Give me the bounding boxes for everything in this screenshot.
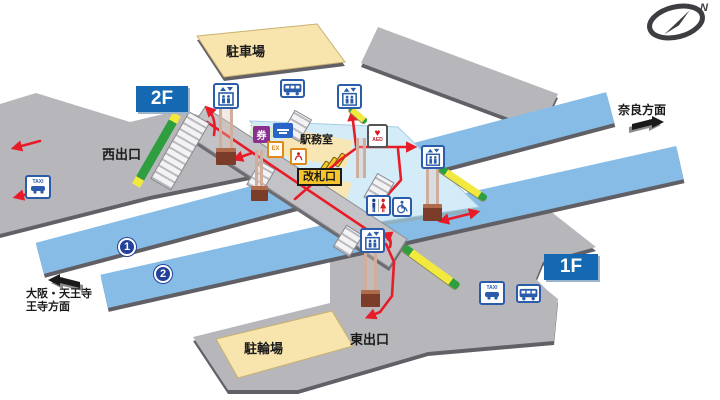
nara-direction-label: 奈良方面 <box>618 103 667 117</box>
taxi-stand-icon-west: TAXI <box>25 175 51 199</box>
elevator-glyph <box>342 87 357 106</box>
compass-icon <box>647 3 705 41</box>
heart-glyph: ♥ <box>374 128 381 139</box>
floor-badge-2f-label: 2F <box>150 88 174 109</box>
elevator-glyph <box>365 231 380 250</box>
west-exit-label: 西出口 <box>102 147 142 162</box>
platform-2-number-text: 2 <box>159 268 167 280</box>
aed-label: AED <box>372 137 383 143</box>
wheelchair-icon <box>392 197 412 217</box>
ticket-machine-icon: 券 <box>253 126 270 143</box>
floor-badge-1f-label: 1F <box>559 256 583 277</box>
taxi-west-label: TAXI <box>32 179 44 185</box>
east-exit-label: 東出口 <box>350 332 390 347</box>
station-office-label: 駅務室 <box>300 134 333 146</box>
ex-pickup-machine-icon: EX <box>267 141 284 158</box>
elevator-icon-platform1 <box>337 84 362 109</box>
toilet-icon <box>366 195 391 216</box>
north-road <box>361 27 558 130</box>
west-elevator-car <box>216 148 236 165</box>
elevator-icon-west <box>213 83 239 109</box>
platform1-elevator-shaft <box>356 138 366 178</box>
east-exit-road <box>193 203 596 390</box>
platform-2-number: 2 <box>154 265 172 283</box>
elevator-glyph <box>425 148 441 166</box>
ticket-gate-label: 改札口 <box>297 168 342 186</box>
platform2-elevator-shaft <box>426 164 439 216</box>
machine-text-bar <box>277 128 289 131</box>
compass-north-label: N <box>700 2 708 14</box>
platform-1-number-text: 1 <box>123 241 131 253</box>
bus-glyph <box>283 83 302 96</box>
floor-badge-2f: 2F <box>136 86 188 112</box>
parking-label: 駐車場 <box>226 44 266 59</box>
osaka-direction-line2: 王寺方面 <box>26 301 70 313</box>
aed-icon: ♥ AED <box>367 124 388 148</box>
green-ticket-machine-icon <box>273 123 293 138</box>
parking-lot-shape <box>196 23 346 78</box>
elevator-glyph <box>218 87 234 106</box>
ticket-machine-label: 券 <box>256 131 267 142</box>
nara-direction-arrow <box>629 116 664 133</box>
toilet-glyph <box>372 198 387 213</box>
elevator-icon-east <box>360 228 385 253</box>
platform-1-number: 1 <box>118 238 136 256</box>
passage-pillar <box>255 150 263 190</box>
bicycle-parking-shape <box>215 310 354 379</box>
bus-stop-icon-east <box>516 284 541 303</box>
bicycle-parking-label: 駐輪場 <box>244 341 284 356</box>
bus-stop-icon-north <box>280 79 305 98</box>
east-elevator-car <box>361 290 380 307</box>
taxi-stand-icon-east: TAXI <box>479 281 505 305</box>
assisted-ticket-machine-icon <box>290 148 307 165</box>
car-glyph <box>485 292 499 300</box>
bus-glyph <box>519 288 538 301</box>
platform2-elevator-car <box>423 204 442 221</box>
osaka-direction-line1: 大阪・天王寺 <box>26 288 92 300</box>
ex-machine-label: EX <box>271 146 280 152</box>
osaka-direction-arrow <box>48 274 83 291</box>
east-elevator-shaft <box>364 250 377 298</box>
car-glyph <box>31 186 45 194</box>
osaka-direction-label: 大阪・天王寺 王寺方面 <box>26 288 92 314</box>
wheelchair-glyph <box>396 200 408 214</box>
floor-badge-1f: 1F <box>544 254 598 280</box>
taxi-east-label: TAXI <box>486 285 498 291</box>
assist-glyph <box>294 152 303 161</box>
elevator-icon-platform2 <box>421 145 445 169</box>
passage-elevator-car <box>251 186 268 201</box>
machine-text-bar <box>279 131 287 134</box>
